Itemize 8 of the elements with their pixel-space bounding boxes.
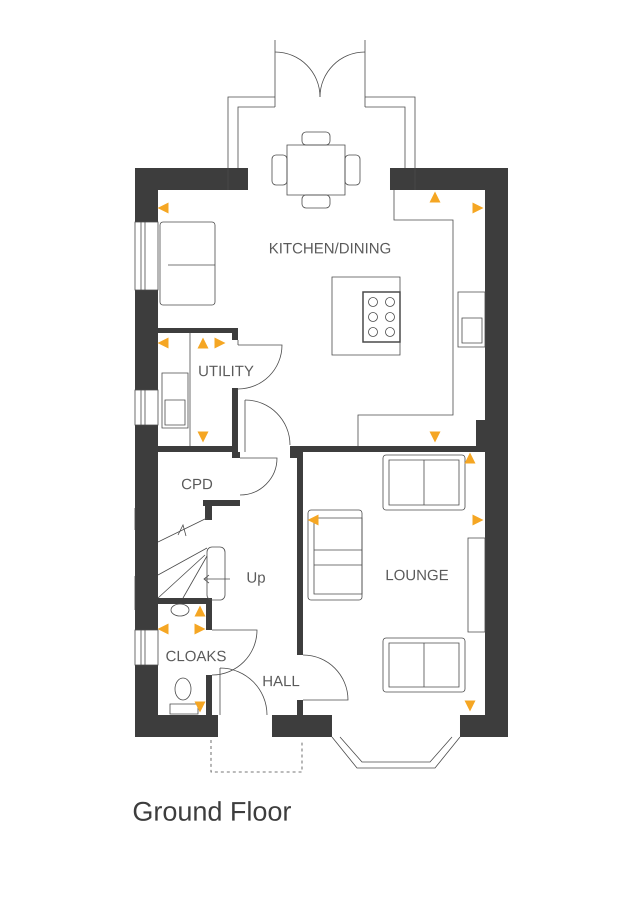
- caption: Ground Floor: [134, 801, 291, 821]
- room-label: LOUNGE: [386, 570, 448, 580]
- room-label: KITCHEN/DINING: [270, 242, 390, 254]
- room-label: CLOAKS: [166, 650, 226, 662]
- room-label: HALL: [263, 676, 300, 686]
- direction-label: Up: [248, 572, 265, 586]
- room-label: CPD: [182, 478, 212, 490]
- room-label: UTILITY: [199, 366, 254, 376]
